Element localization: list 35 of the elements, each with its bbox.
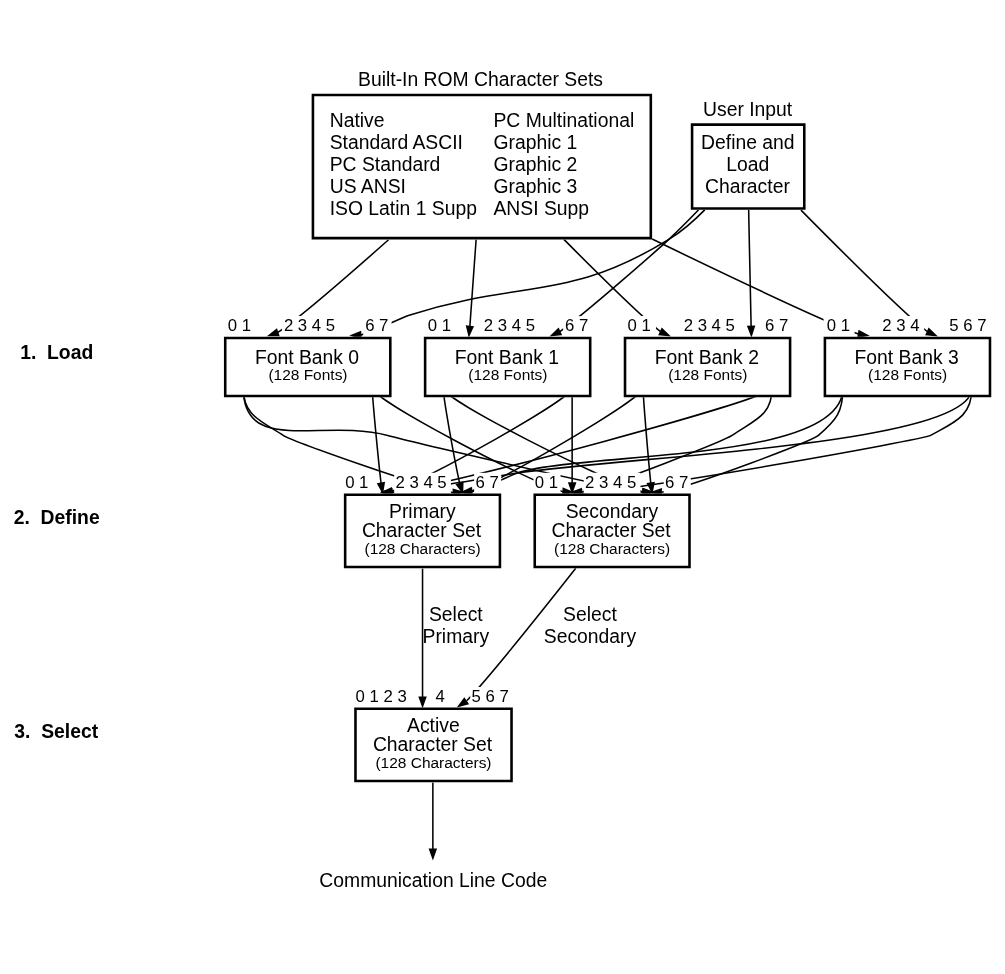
node-label: 4 bbox=[435, 686, 445, 706]
node-label: 5 6 7 bbox=[471, 686, 509, 706]
node-label: 0 1 bbox=[345, 472, 369, 492]
node-label: 0 1 bbox=[534, 472, 559, 492]
arrow bbox=[746, 209, 756, 338]
node-label: 2 3 4 5 bbox=[683, 315, 735, 335]
node-label: 6 7 bbox=[764, 315, 789, 335]
node-label: 0 1 2 3 bbox=[355, 686, 407, 706]
node-label: 2 3 4 5 bbox=[483, 315, 536, 335]
node-label: 0 1 bbox=[826, 315, 851, 335]
arrow bbox=[418, 567, 427, 709]
label: 1. Load bbox=[20, 341, 94, 364]
arrow bbox=[465, 238, 477, 338]
node-label: 0 1 bbox=[227, 315, 252, 335]
node-label: 6 7 bbox=[565, 315, 589, 335]
node-label: 6 7 bbox=[664, 472, 689, 492]
node-label: User Input bbox=[703, 97, 793, 120]
label: 2. Define bbox=[13, 505, 100, 528]
label: 3. Select bbox=[14, 719, 99, 742]
edge-label: Select Secondary bbox=[543, 603, 637, 648]
arrow bbox=[428, 781, 438, 861]
node-label: 2 3 4 bbox=[882, 315, 920, 335]
node-label: 2 3 4 5 bbox=[395, 472, 447, 492]
node-label: 2 3 4 5 bbox=[283, 315, 336, 335]
node-text: Define and Load Character bbox=[701, 131, 795, 197]
node-label: 6 7 bbox=[475, 472, 499, 492]
node-label: 0 1 bbox=[627, 315, 651, 335]
node-label: 0 1 bbox=[427, 315, 451, 335]
node-text: Native Standard ASCII PC Standard US ANSI ISO Latin 1 Supp PC Multinational Graphic 1 Graphic 2 Graphic 3 ANSI Supp bbox=[329, 109, 635, 219]
node-label: 2 3 4 5 bbox=[585, 472, 637, 492]
node-label: 5 6 7 bbox=[949, 315, 987, 335]
node-label: 6 7 bbox=[365, 315, 389, 335]
edge-label: Select Primary bbox=[422, 603, 490, 648]
node-label: Built-In ROM Character Sets bbox=[358, 67, 603, 90]
node-text: Communication Line Code bbox=[319, 868, 548, 891]
